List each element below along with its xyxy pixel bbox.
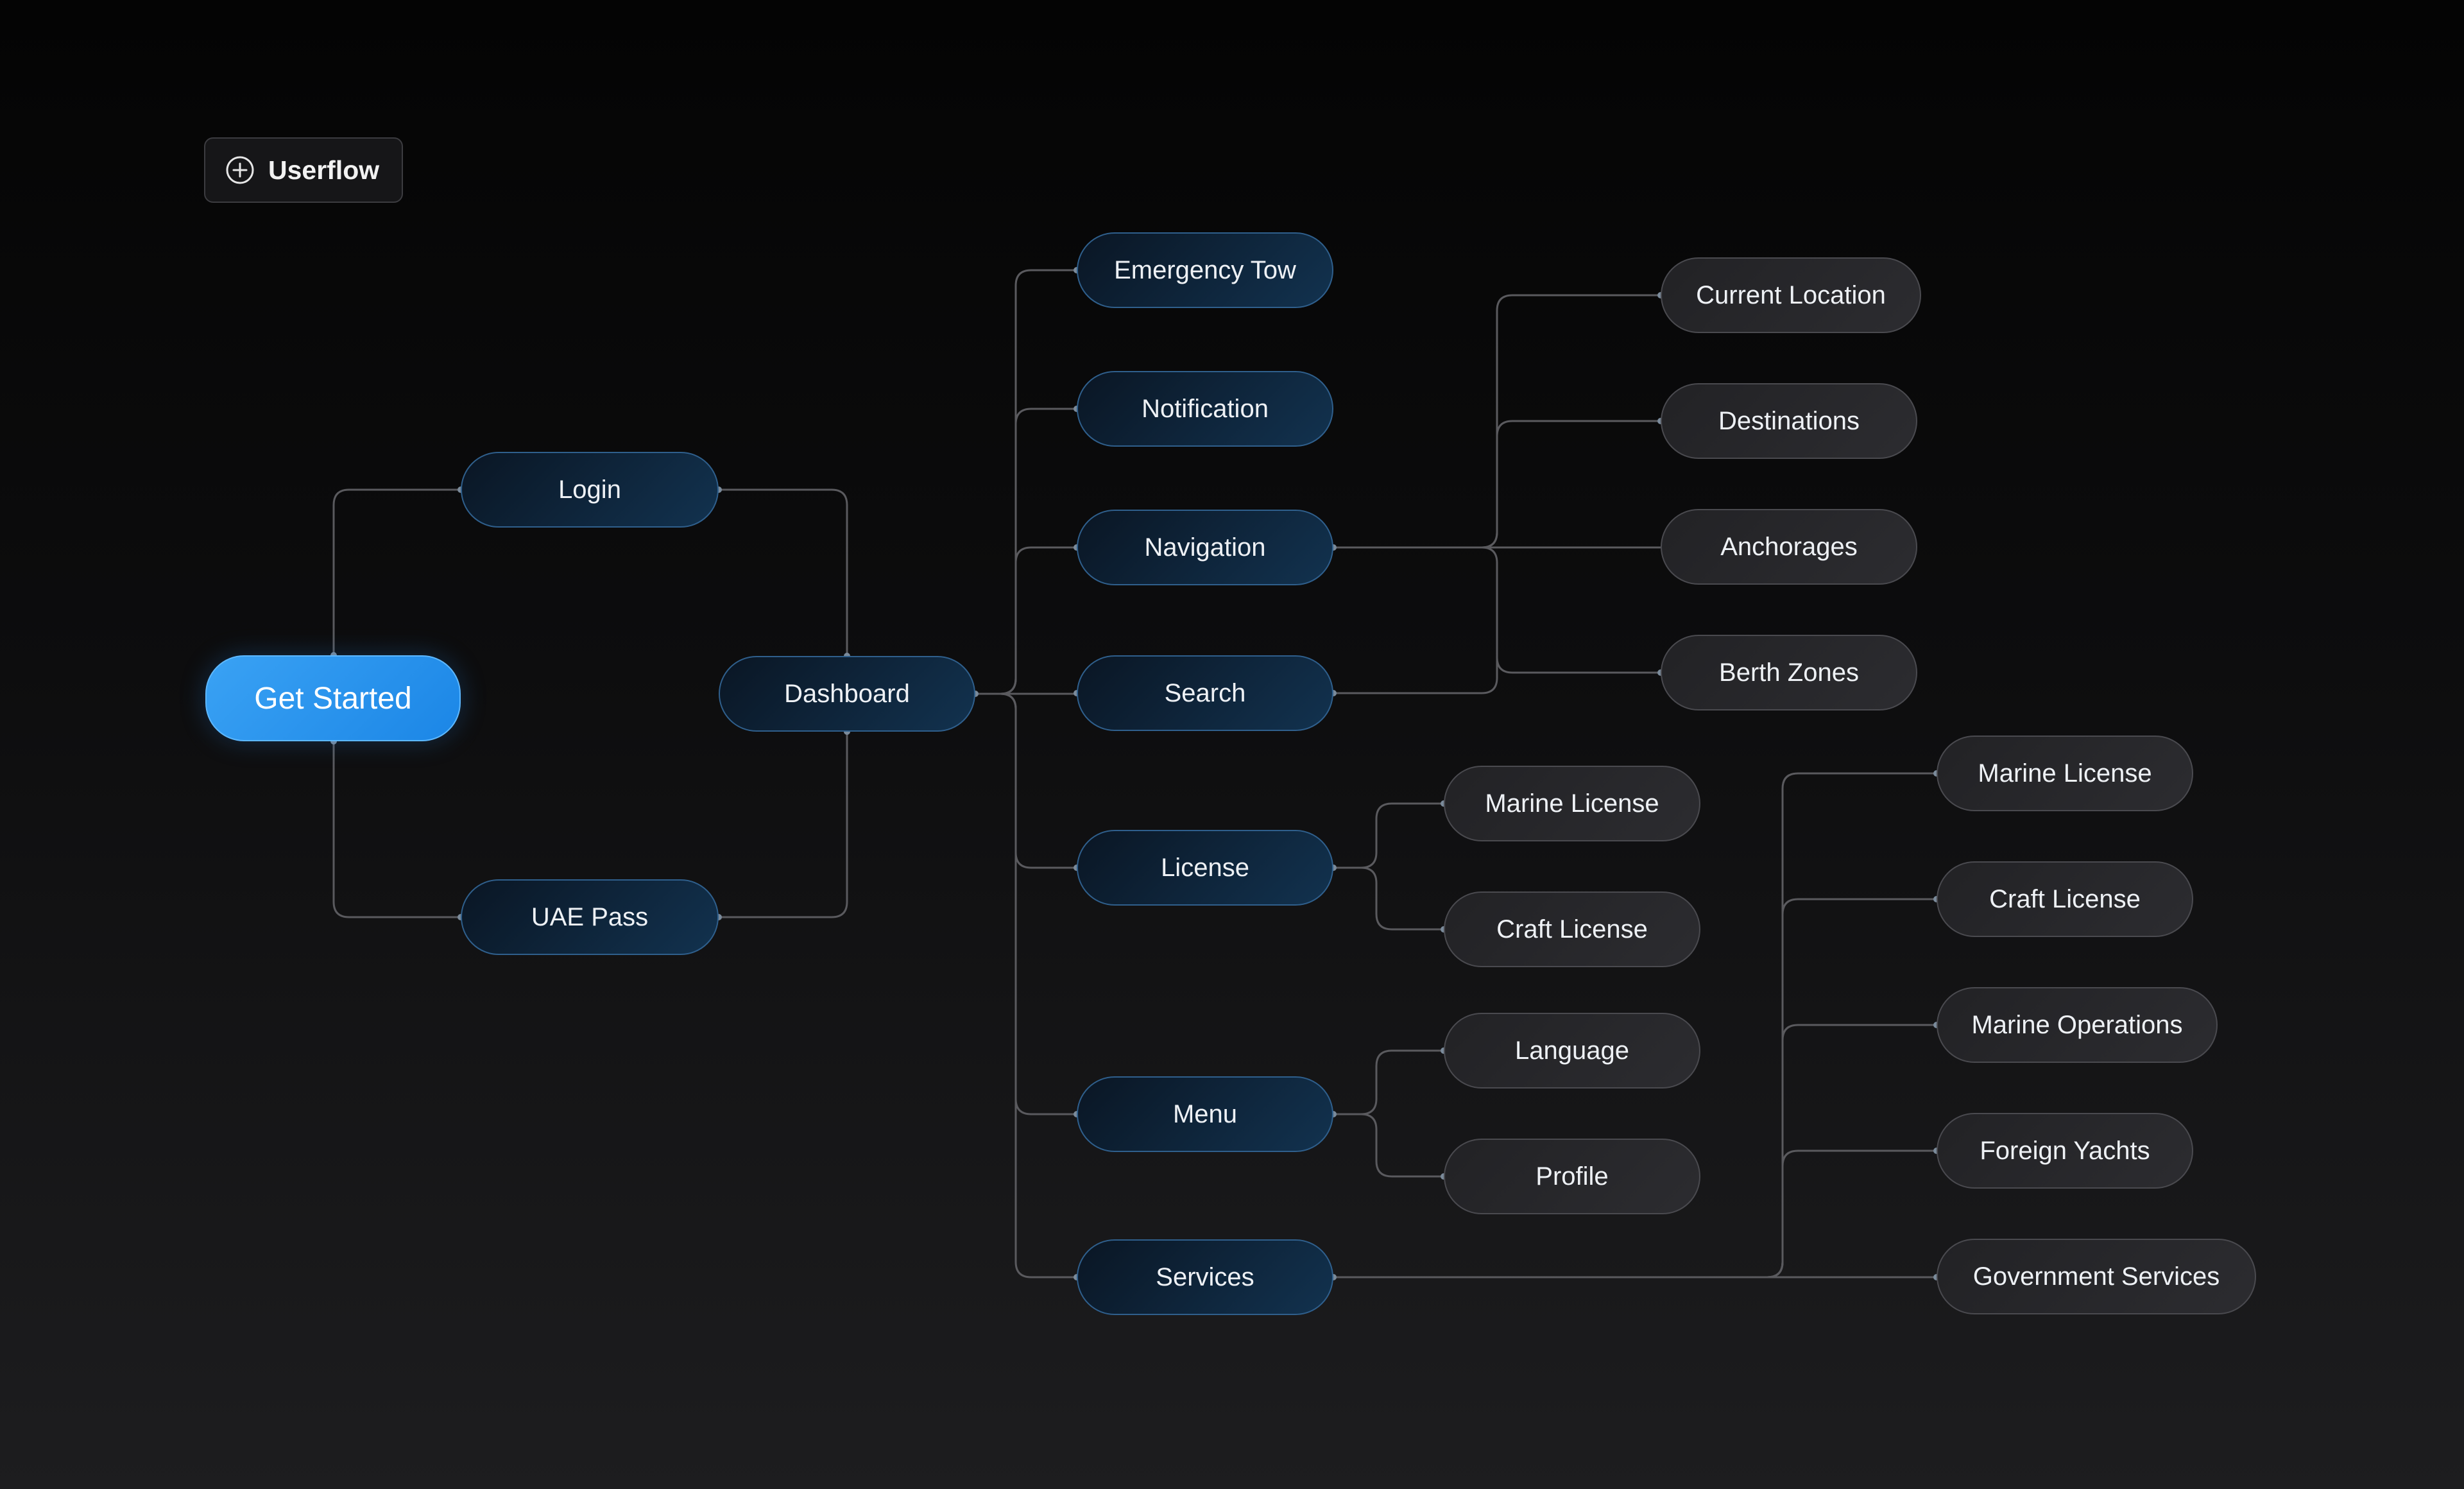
search-node[interactable]: Search: [1077, 655, 1333, 731]
edge-license-craft: [1333, 866, 1444, 931]
current-location-node[interactable]: Current Location: [1661, 257, 1921, 333]
get-started-node[interactable]: Get Started: [205, 655, 461, 741]
userflow-badge[interactable]: Userflow: [204, 137, 403, 203]
navigation-node[interactable]: Navigation: [1077, 510, 1333, 585]
notification-node[interactable]: Notification: [1077, 371, 1333, 447]
edge-uaepass-dashboard: [719, 732, 848, 918]
svc-marine-license-node[interactable]: Marine License: [1937, 736, 2193, 811]
menu-node[interactable]: Menu: [1077, 1076, 1333, 1152]
license-craft-node[interactable]: Craft License: [1444, 891, 1700, 967]
edge-dashboard-down-0: [975, 693, 1077, 869]
edge-getstarted-uaepass: [332, 741, 461, 918]
plus-circle-icon: [226, 156, 254, 184]
svc-foreign-yachts-node[interactable]: Foreign Yachts: [1937, 1113, 2193, 1189]
edge-dashboard-down-2: [975, 693, 1077, 1278]
edge-search-merge: [1333, 563, 1498, 694]
anchorages-node[interactable]: Anchorages: [1661, 509, 1917, 585]
edge-nav-dest: [1333, 420, 1661, 549]
edge-menu-language: [1333, 1049, 1444, 1115]
dashboard-node[interactable]: Dashboard: [719, 656, 975, 732]
svc-marine-operations-node[interactable]: Marine Operations: [1937, 987, 2218, 1063]
edge-dashboard-down-1: [975, 693, 1077, 1115]
svc-government-services-node[interactable]: Government Services: [1937, 1239, 2256, 1314]
edge-dashboard-up-1: [975, 408, 1077, 695]
berth-zones-node[interactable]: Berth Zones: [1661, 635, 1917, 710]
edge-license-marine: [1333, 802, 1444, 869]
uae-pass-node[interactable]: UAE Pass: [461, 879, 719, 955]
license-node[interactable]: License: [1077, 830, 1333, 906]
destinations-node[interactable]: Destinations: [1661, 383, 1917, 459]
edge-menu-profile: [1333, 1113, 1444, 1178]
language-node[interactable]: Language: [1444, 1013, 1700, 1089]
svc-craft-license-node[interactable]: Craft License: [1937, 861, 2193, 937]
login-node[interactable]: Login: [461, 452, 719, 528]
edge-login-dashboard: [719, 488, 848, 656]
edge-dashboard-up-2: [975, 546, 1077, 695]
profile-node[interactable]: Profile: [1444, 1139, 1700, 1214]
services-node[interactable]: Services: [1077, 1239, 1333, 1315]
edge-getstarted-login: [332, 488, 461, 655]
badge-label: Userflow: [268, 155, 380, 185]
license-marine-node[interactable]: Marine License: [1444, 766, 1700, 841]
emergency-tow-node[interactable]: Emergency Tow: [1077, 232, 1333, 308]
edge-dashboard-up-0: [975, 269, 1077, 695]
